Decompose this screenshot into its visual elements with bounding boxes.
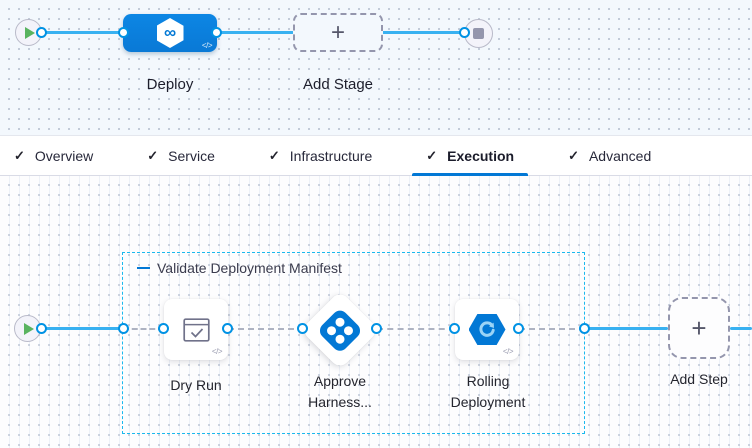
check-icon: ✓ — [14, 147, 25, 163]
add-step-button[interactable]: + — [668, 297, 730, 359]
step-label-dry-run: Dry Run — [170, 377, 222, 393]
edge-approve-rolling — [377, 328, 455, 330]
connector-port — [158, 323, 169, 334]
execution-graph-canvas[interactable]: Validate Deployment Manifest </> — [0, 176, 752, 448]
step-node-rolling-deployment[interactable]: </> — [455, 299, 519, 360]
step-group-title: Validate Deployment Manifest — [157, 260, 342, 276]
step-label-approve: Approve Harness... — [308, 373, 372, 410]
tab-execution[interactable]: ✓ Execution — [412, 136, 529, 176]
code-view-icon[interactable]: </> — [201, 41, 213, 50]
connector-port — [36, 323, 47, 334]
stage-label-deploy: Deploy — [146, 76, 194, 93]
tab-label: Service — [168, 147, 215, 164]
add-step-label: Add Step — [670, 371, 728, 387]
plus-icon: + — [691, 312, 707, 343]
code-view-icon[interactable]: </> — [502, 347, 514, 356]
tab-overview[interactable]: ✓ Overview — [0, 136, 107, 175]
edge-start-deploy — [40, 31, 124, 34]
play-icon — [25, 26, 35, 39]
tab-advanced[interactable]: ✓ Advanced — [554, 136, 665, 175]
tab-label: Execution — [447, 147, 515, 164]
edge-group-dryrun — [123, 328, 164, 330]
dry-run-window-check-icon — [182, 317, 210, 342]
check-icon: ✓ — [147, 147, 159, 163]
stage-node-deploy[interactable]: ∞ </> — [123, 14, 217, 52]
tab-label: Infrastructure — [289, 147, 373, 164]
stage-config-tabs: ✓ Overview ✓ Service ✓ Infrastructure ✓ … — [0, 135, 752, 176]
connector-port — [371, 323, 382, 334]
step-group-validate-deployment-manifest[interactable]: Validate Deployment Manifest — [122, 252, 585, 434]
connector-port — [211, 27, 222, 38]
active-tab-underline — [412, 173, 529, 176]
stop-icon — [473, 28, 484, 39]
execution-start-node[interactable] — [14, 315, 41, 342]
plus-icon: + — [330, 18, 345, 46]
code-view-icon[interactable]: </> — [211, 347, 223, 356]
check-icon: ✓ — [568, 147, 579, 163]
tab-service[interactable]: ✓ Service — [133, 136, 229, 175]
edge-addstage-end — [382, 31, 466, 34]
connector-port — [222, 323, 233, 334]
harness-stage-icon: ∞ — [156, 18, 184, 48]
tab-label: Overview — [34, 147, 94, 164]
harness-approval-icon — [316, 306, 364, 354]
step-label-rolling-deployment: Rolling Deployment — [450, 373, 526, 410]
tab-label: Advanced — [588, 147, 652, 164]
connector-port — [459, 27, 470, 38]
step-node-dry-run[interactable]: </> — [164, 299, 228, 360]
connector-port — [297, 323, 308, 334]
add-stage-button[interactable]: + — [293, 13, 383, 52]
connector-port — [449, 323, 460, 334]
edge-start-group — [40, 327, 124, 330]
check-icon: ✓ — [426, 147, 438, 163]
edge-deploy-addstage — [216, 31, 294, 34]
connector-port — [118, 27, 129, 38]
collapse-dash-icon — [137, 267, 150, 269]
stage-graph-canvas[interactable]: ∞ </> + Deploy Add Stage — [0, 0, 752, 135]
rolling-deployment-icon — [468, 314, 506, 345]
connector-port — [579, 323, 590, 334]
connector-port — [118, 323, 129, 334]
edge-dryrun-approve — [228, 328, 304, 330]
connector-port — [36, 27, 47, 38]
play-icon — [24, 322, 34, 335]
step-group-header[interactable]: Validate Deployment Manifest — [137, 260, 342, 276]
tab-infrastructure[interactable]: ✓ Infrastructure — [255, 136, 386, 175]
connector-port — [513, 323, 524, 334]
edge-rolling-groupend — [519, 328, 585, 330]
edge-addstep-out — [730, 327, 752, 330]
check-icon: ✓ — [268, 147, 280, 163]
add-stage-label: Add Stage — [302, 76, 374, 93]
edge-group-addstep — [585, 327, 668, 330]
